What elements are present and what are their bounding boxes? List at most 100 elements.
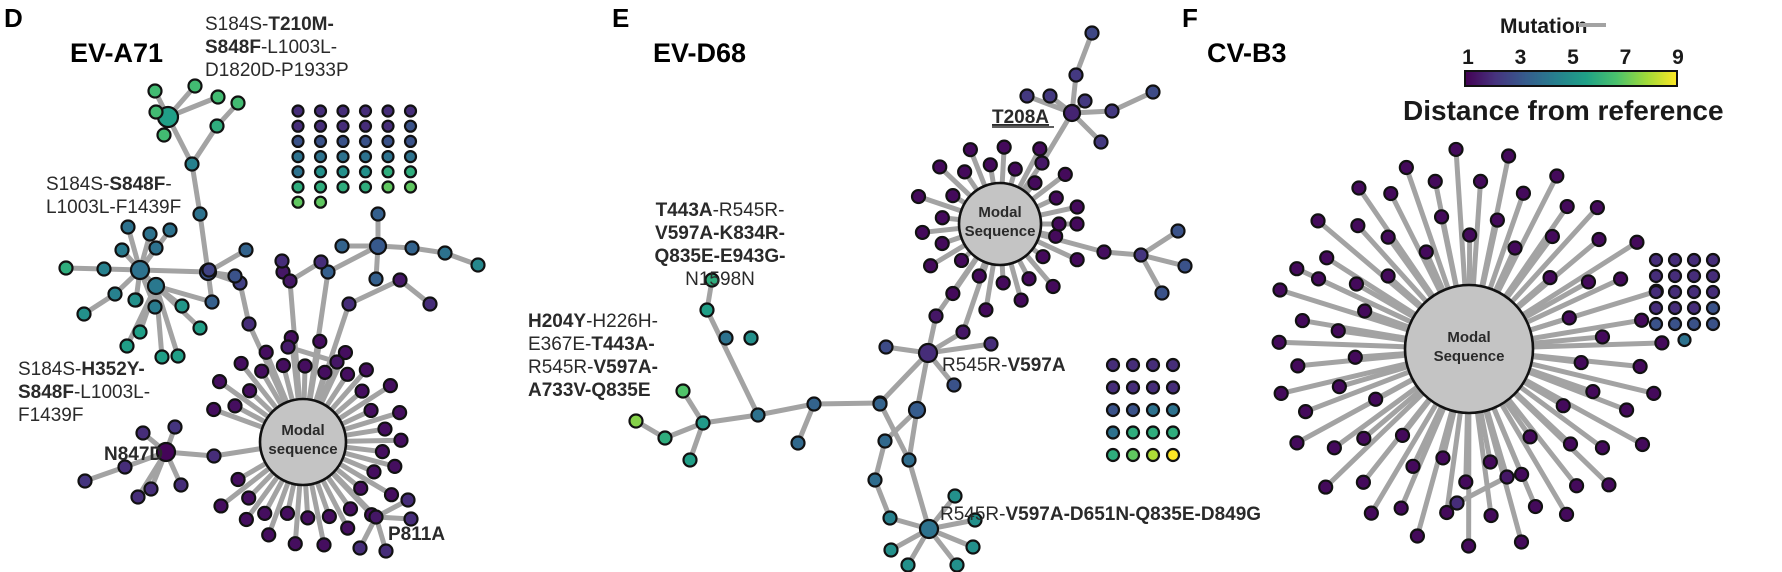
haplotype-node[interactable] bbox=[392, 405, 408, 421]
unconnected-haplotype-node[interactable] bbox=[403, 119, 418, 133]
unconnected-haplotype-node[interactable] bbox=[291, 195, 305, 209]
haplotype-node[interactable] bbox=[403, 511, 419, 527]
haplotype-node[interactable] bbox=[341, 296, 357, 312]
haplotype-node[interactable] bbox=[900, 557, 916, 572]
haplotype-node[interactable] bbox=[383, 487, 400, 503]
haplotype-node[interactable] bbox=[1418, 244, 1434, 260]
unconnected-haplotype-node[interactable] bbox=[1165, 425, 1181, 440]
haplotype-node[interactable] bbox=[978, 302, 994, 318]
haplotype-node[interactable] bbox=[945, 188, 961, 204]
haplotype-node[interactable] bbox=[1398, 159, 1414, 176]
unconnected-haplotype-node[interactable] bbox=[313, 195, 328, 209]
haplotype-node[interactable] bbox=[370, 206, 386, 222]
haplotype-node[interactable] bbox=[187, 78, 203, 94]
haplotype-node[interactable] bbox=[210, 89, 226, 105]
haplotype-node[interactable] bbox=[377, 421, 393, 437]
unconnected-haplotype-node[interactable] bbox=[1105, 425, 1121, 440]
haplotype-node[interactable] bbox=[1461, 538, 1477, 554]
haplotype-node[interactable] bbox=[1145, 84, 1161, 100]
unconnected-haplotype-node[interactable] bbox=[381, 104, 395, 118]
haplotype-node[interactable] bbox=[1449, 495, 1465, 511]
haplotype-node[interactable] bbox=[321, 508, 337, 525]
unconnected-haplotype-node[interactable] bbox=[358, 104, 373, 118]
haplotype-node[interactable] bbox=[1513, 534, 1530, 550]
haplotype-node[interactable] bbox=[184, 156, 200, 172]
unconnected-haplotype-node[interactable] bbox=[1125, 402, 1141, 418]
haplotype-node[interactable] bbox=[910, 188, 927, 205]
haplotype-node[interactable] bbox=[312, 333, 328, 349]
haplotype-node[interactable] bbox=[1019, 88, 1035, 104]
haplotype-node[interactable] bbox=[339, 366, 356, 382]
haplotype-node[interactable] bbox=[996, 139, 1012, 155]
haplotype-node[interactable] bbox=[983, 336, 999, 352]
haplotype-node[interactable] bbox=[872, 396, 888, 412]
haplotype-node[interactable] bbox=[167, 419, 183, 435]
haplotype-node[interactable] bbox=[382, 378, 398, 394]
haplotype-node[interactable] bbox=[1096, 244, 1112, 260]
haplotype-node[interactable] bbox=[928, 308, 944, 324]
haplotype-node[interactable] bbox=[1427, 173, 1443, 189]
haplotype-node[interactable] bbox=[657, 430, 673, 446]
haplotype-node[interactable] bbox=[1294, 312, 1311, 329]
unconnected-haplotype-node[interactable] bbox=[1648, 300, 1664, 316]
unconnected-haplotype-node[interactable] bbox=[1165, 402, 1181, 418]
unconnected-haplotype-node[interactable] bbox=[358, 119, 373, 133]
unconnected-haplotype-node[interactable] bbox=[1648, 252, 1664, 268]
unconnected-haplotype-node[interactable] bbox=[1677, 332, 1692, 348]
unconnected-haplotype-node[interactable] bbox=[1105, 380, 1121, 395]
haplotype-node[interactable] bbox=[946, 377, 962, 393]
haplotype-node[interactable] bbox=[1594, 329, 1611, 345]
unconnected-haplotype-node[interactable] bbox=[291, 180, 305, 194]
unconnected-haplotype-node[interactable] bbox=[1145, 380, 1161, 395]
haplotype-node[interactable] bbox=[949, 557, 965, 572]
haplotype-node[interactable] bbox=[955, 324, 971, 340]
haplotype-node[interactable] bbox=[374, 444, 391, 460]
haplotype-node[interactable] bbox=[258, 344, 274, 360]
haplotype-node[interactable] bbox=[317, 364, 333, 380]
haplotype-node[interactable] bbox=[329, 354, 345, 370]
unconnected-haplotype-node[interactable] bbox=[358, 165, 373, 179]
haplotype-node[interactable] bbox=[1290, 358, 1306, 374]
haplotype-node[interactable] bbox=[173, 477, 189, 493]
haplotype-node[interactable] bbox=[1594, 440, 1611, 456]
haplotype-node[interactable] bbox=[1393, 500, 1409, 516]
haplotype-node[interactable] bbox=[1013, 292, 1029, 308]
haplotype-node[interactable] bbox=[718, 330, 734, 346]
haplotype-node[interactable] bbox=[1084, 25, 1100, 41]
unconnected-haplotype-node[interactable] bbox=[1648, 284, 1664, 300]
haplotype-node[interactable] bbox=[1489, 212, 1505, 228]
unconnected-haplotype-node[interactable] bbox=[381, 150, 395, 164]
haplotype-node[interactable] bbox=[238, 242, 254, 258]
haplotype-node[interactable] bbox=[1394, 427, 1411, 443]
haplotype-node[interactable] bbox=[287, 536, 303, 552]
haplotype-node[interactable] bbox=[1351, 180, 1367, 196]
haplotype-node[interactable] bbox=[907, 400, 927, 420]
haplotype-node[interactable] bbox=[147, 299, 163, 315]
haplotype-node[interactable] bbox=[1319, 250, 1335, 266]
haplotype-node[interactable] bbox=[1051, 216, 1067, 232]
haplotype-node[interactable] bbox=[1310, 213, 1326, 229]
haplotype-node[interactable] bbox=[353, 480, 369, 496]
haplotype-node[interactable] bbox=[1580, 274, 1597, 290]
haplotype-node[interactable] bbox=[313, 254, 329, 270]
haplotype-node[interactable] bbox=[1331, 379, 1347, 395]
haplotype-node[interactable] bbox=[1562, 436, 1579, 452]
haplotype-node[interactable] bbox=[147, 83, 163, 99]
unconnected-haplotype-node[interactable] bbox=[1705, 252, 1721, 268]
unconnected-haplotype-node[interactable] bbox=[313, 180, 328, 194]
haplotype-node[interactable] bbox=[241, 490, 257, 506]
unconnected-haplotype-node[interactable] bbox=[1145, 447, 1161, 463]
haplotype-node[interactable] bbox=[1433, 209, 1450, 225]
haplotype-node[interactable] bbox=[378, 543, 394, 559]
haplotype-node[interactable] bbox=[1439, 504, 1455, 521]
haplotype-node[interactable] bbox=[1559, 198, 1575, 215]
haplotype-node[interactable] bbox=[130, 489, 146, 505]
haplotype-node[interactable] bbox=[211, 374, 228, 390]
haplotype-node[interactable] bbox=[1514, 466, 1530, 483]
haplotype-node[interactable] bbox=[945, 285, 961, 302]
haplotype-node[interactable] bbox=[1542, 270, 1558, 286]
modal-sequence-circle[interactable] bbox=[1403, 283, 1535, 415]
unconnected-haplotype-node[interactable] bbox=[1125, 425, 1141, 440]
